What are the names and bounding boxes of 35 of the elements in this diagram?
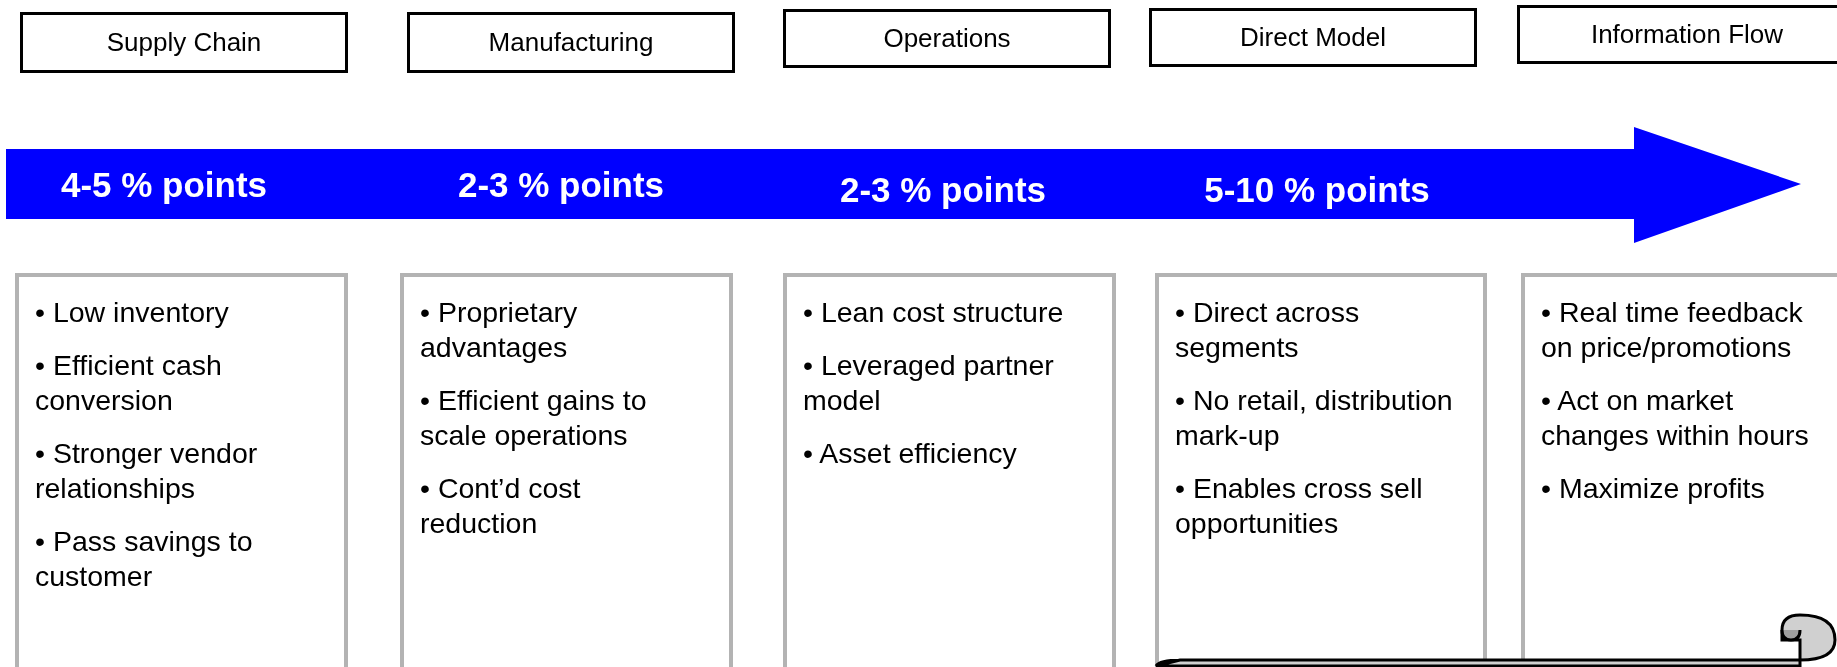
heading-box [1149,8,1477,67]
heading-text: Direct Model [1240,22,1386,53]
bullet-text: • Direct across segments [1175,295,1361,365]
bullet-text: • Maximize profits [1541,471,1766,506]
heading-text: Supply Chain [106,27,262,58]
heading-box [407,12,735,73]
bullet-text: • Proprietary advantages [420,295,579,365]
percentage-label: 5-10 % points [1204,170,1430,210]
bullet-text: • Enables cross sell opportunities [1175,471,1424,541]
text-panel [1155,273,1487,667]
text-panel [15,273,348,667]
percentage-label: 2-3 % points [457,165,665,205]
heading-text: Operations [883,23,1011,54]
bullet-text: • Lean cost structure [803,295,1065,330]
heading-box [1517,5,1837,64]
bullet-text: • Act on market changes within hours [1541,383,1810,453]
bullet-text: • Leveraged partner model [803,348,1055,418]
percentage-label: 2-3 % points [839,170,1047,210]
bullet-text: • Cont’d cost reduction [420,471,582,541]
scroll-banner [1154,613,1837,667]
bullet-text: • Asset efficiency [803,436,1018,471]
bullet-text: • Low inventory [35,295,230,330]
heading-text: Manufacturing [488,27,654,58]
text-panel [400,273,733,667]
percentage-label: 4-5 % points [60,165,268,205]
bullet-text: • Efficient cash conversion [35,348,223,418]
bullet-text: • Pass savings to customer [35,524,254,594]
heading-text: Information Flow [1590,19,1784,50]
heading-box [783,9,1111,68]
bullet-text: • Real time feedback on price/promotions [1541,295,1804,365]
text-panel [783,273,1116,667]
heading-box [20,12,348,73]
bullet-text: • Stronger vendor relationships [35,436,259,506]
bullet-text: • Efficient gains to scale operations [420,383,648,453]
bullet-text: • No retail, distribution mark-up [1175,383,1453,453]
